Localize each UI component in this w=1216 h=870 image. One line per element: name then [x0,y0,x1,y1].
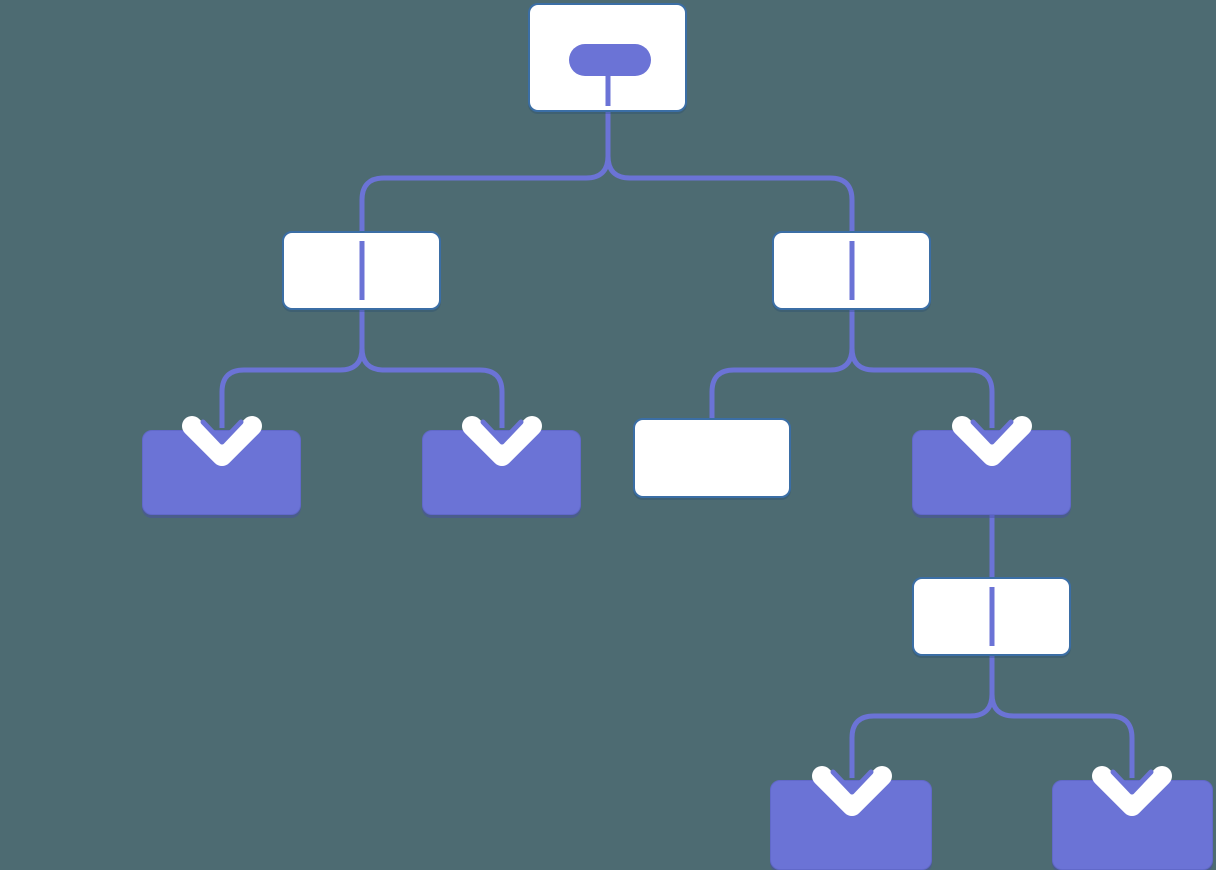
node-root[interactable] [528,3,687,112]
node-l3-c[interactable] [633,418,791,498]
node-l3-b[interactable] [422,430,581,515]
node-l2-a[interactable] [282,231,441,310]
node-l3-d[interactable] [912,430,1071,515]
node-l4-a[interactable] [912,577,1071,656]
node-l3-a[interactable] [142,430,301,515]
node-badge-pill [569,44,651,76]
node-l2-b[interactable] [772,231,931,310]
node-l5-a[interactable] [770,780,932,870]
node-l5-b[interactable] [1052,780,1213,870]
